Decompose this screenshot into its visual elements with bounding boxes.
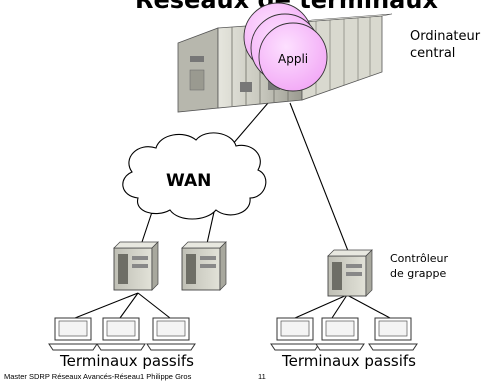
terminal-right-3 [368,317,418,351]
cluster-controller [327,249,373,297]
link-mainframe-controller [289,102,351,257]
page-number: 11 [258,372,266,381]
terminal-left-2 [96,317,146,351]
terminal-server-1 [113,241,159,291]
controller-label-line2: de grappe [390,267,446,280]
mainframe-label-line2: central [410,46,455,61]
mainframe-label-line1: Ordinateur [410,29,481,44]
terminal-left-1 [48,317,98,351]
wan-label: WAN [166,171,211,191]
terminal-group-right [270,317,418,351]
terminals-right-label: Terminaux passifs [281,352,416,370]
application-label: Appli [278,52,308,66]
application-stack: Appli [243,2,328,92]
link-left-terminals [74,292,171,319]
terminals-left-label: Terminaux passifs [59,352,194,370]
wan-cloud: WAN [122,132,267,220]
controller-label-line1: Contrôleur [390,252,449,265]
terminal-right-1 [270,317,320,351]
terminal-left-3 [146,317,196,351]
slide-footer: Master SDRP Réseaux Avancés-Réseau1 Phil… [4,372,192,381]
terminal-right-2 [315,317,365,351]
terminal-server-2 [181,241,227,291]
link-right-terminals [294,294,391,319]
terminal-group-left [48,317,196,351]
link-mainframe-wan [231,102,269,146]
